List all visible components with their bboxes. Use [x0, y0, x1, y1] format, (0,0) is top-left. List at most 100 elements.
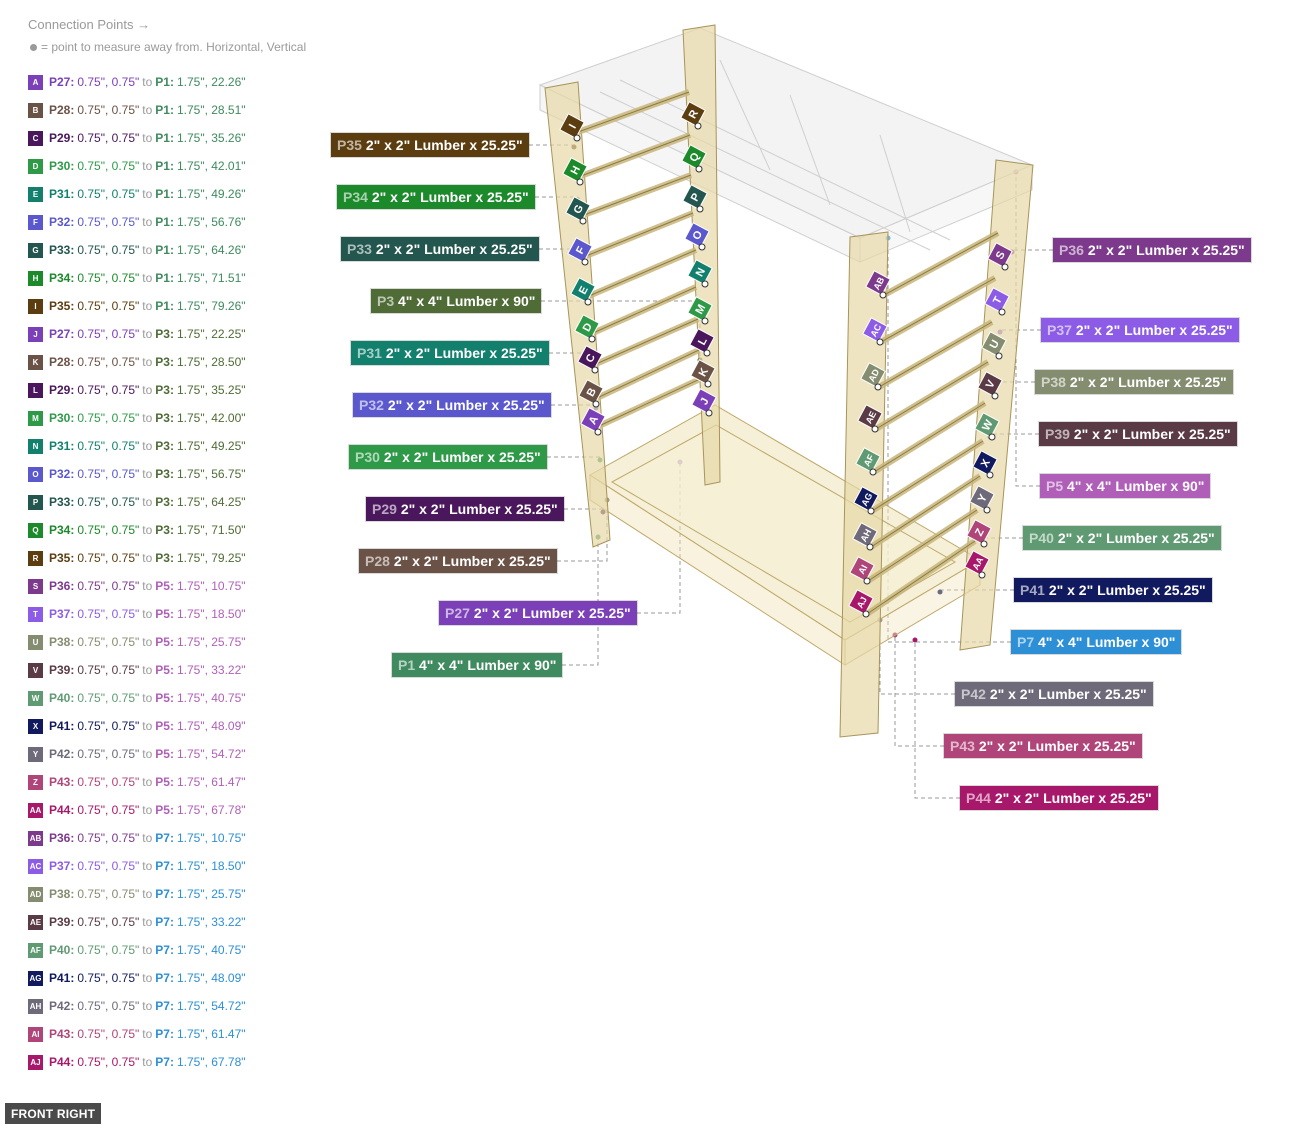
top-tray-slat [599, 91, 931, 251]
diagram-badge: AC [862, 317, 888, 343]
target-part-id: P7 [155, 859, 170, 873]
connection-badge: AG [28, 970, 43, 986]
connection-badge: B [28, 102, 43, 118]
to-label: to [142, 971, 153, 985]
rail-edge [580, 134, 691, 177]
separator: : [70, 999, 75, 1013]
from-coordinates: 0.75", 0.75" [77, 299, 140, 313]
separator: : [70, 887, 75, 901]
rail-edge [867, 509, 978, 582]
from-coordinates: 0.75", 0.75" [77, 467, 140, 481]
to-coordinates: 1.75", 54.72" [176, 999, 246, 1013]
diagram-badge-box [860, 362, 886, 388]
from-coordinates: 0.75", 0.75" [77, 831, 140, 845]
target-part-id: P7 [155, 971, 170, 985]
separator: : [70, 971, 75, 985]
diagram-badge-box [865, 270, 891, 296]
connection-badge: I [28, 298, 43, 314]
post-p7 [839, 231, 889, 738]
from-coordinates: 0.75", 0.75" [77, 159, 140, 173]
separator: : [70, 943, 75, 957]
diagram-badge-label: J [698, 396, 711, 407]
part-id: P29 [49, 131, 71, 145]
separator: : [70, 215, 75, 229]
part-id: P35 [49, 299, 71, 313]
target-part-id: P7 [155, 887, 170, 901]
separator: : [70, 1027, 75, 1041]
separator: : [169, 215, 174, 229]
rail-edge [883, 232, 999, 296]
diagram-badge: O [684, 222, 710, 248]
diagram-badge: AD [860, 362, 886, 388]
target-part-id: P1 [155, 215, 170, 229]
separator: : [70, 411, 75, 425]
to-label: to [142, 579, 153, 593]
separator: : [169, 635, 174, 649]
to-label: to [142, 215, 153, 229]
connection-badge: AJ [28, 1054, 43, 1070]
diagram-badge-box [862, 317, 888, 343]
target-part-id: P3 [155, 383, 170, 397]
to-coordinates: 1.75", 42.00" [176, 411, 246, 425]
connection-badge: AH [28, 998, 43, 1014]
separator: : [169, 523, 174, 537]
target-part-id: P3 [155, 523, 170, 537]
measure-point-dot [592, 400, 600, 408]
measure-point-dot [584, 298, 592, 306]
diagram-badge-label: L [696, 335, 710, 347]
to-coordinates: 1.75", 64.26" [176, 243, 246, 257]
diagram-badge-box [964, 550, 990, 576]
to-label: to [142, 1055, 153, 1069]
target-part-id: P5 [155, 803, 170, 817]
diagram-badge-box [580, 407, 606, 433]
measure-point-dot [696, 205, 704, 213]
measure-point-dot [591, 366, 599, 374]
measure-point-dot [876, 338, 884, 346]
diagram-badge-label: AJ [855, 595, 869, 610]
diagram-badge-box [984, 287, 1010, 313]
separator: : [70, 915, 75, 929]
measure-point-dot [701, 317, 709, 325]
diagram-badge-label: I [567, 122, 579, 130]
separator: : [169, 411, 174, 425]
target-part-id: P5 [155, 579, 170, 593]
diagram-badge-box [680, 101, 706, 127]
diagram-badge: AH [852, 522, 878, 548]
rail-edge [598, 378, 701, 427]
to-label: to [142, 803, 153, 817]
part-id: P36 [49, 831, 71, 845]
separator: : [70, 859, 75, 873]
target-part-id: P1 [155, 75, 170, 89]
measure-point-dot [983, 506, 991, 514]
to-coordinates: 1.75", 33.22" [176, 663, 246, 677]
connection-badge: D [28, 158, 43, 174]
separator: : [70, 663, 75, 677]
from-coordinates: 0.75", 0.75" [77, 1055, 140, 1069]
to-label: to [142, 775, 153, 789]
target-part-id: P3 [155, 355, 170, 369]
to-label: to [142, 635, 153, 649]
diagram-badge: I [559, 113, 585, 139]
diagram-badge-box [559, 113, 585, 139]
separator: : [169, 775, 174, 789]
diagram-badge: S [987, 242, 1013, 268]
target-part-id: P1 [155, 271, 170, 285]
diagram-badge-box [972, 450, 998, 476]
target-part-id: P7 [155, 831, 170, 845]
measure-point-dot [986, 471, 994, 479]
diagram-badge: V [977, 371, 1003, 397]
legend-note: = point to measure away from. Horizontal… [30, 40, 306, 54]
rail-edge [585, 212, 694, 257]
separator: : [169, 439, 174, 453]
measure-point-dot [991, 392, 999, 400]
from-coordinates: 0.75", 0.75" [77, 663, 140, 677]
measure-point-dot [704, 380, 712, 388]
